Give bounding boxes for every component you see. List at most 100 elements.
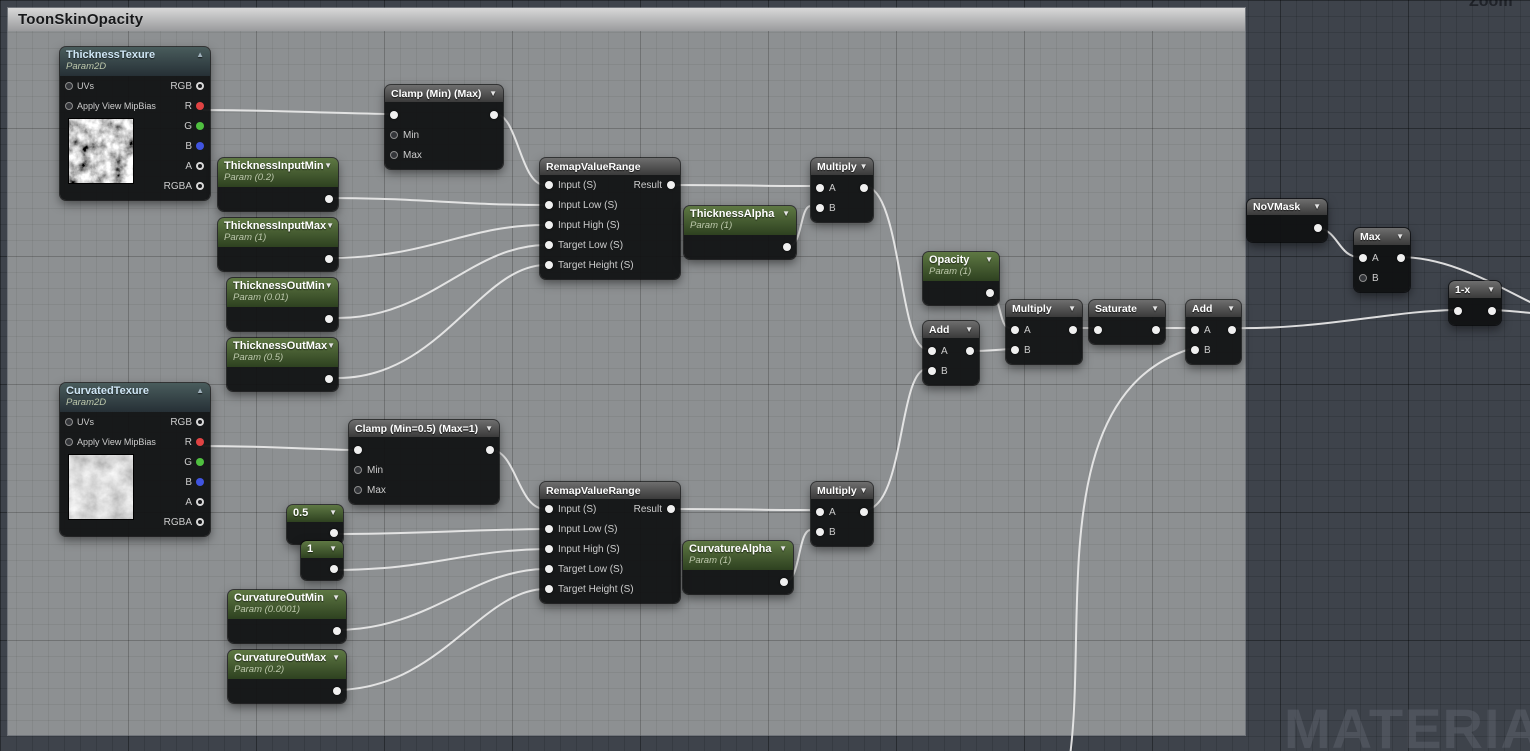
input-pin-a[interactable] [816,184,824,192]
node-header[interactable]: 0.5▼ [287,505,343,522]
output-pin[interactable] [783,243,791,251]
node-multiply-opacity[interactable]: Multiply▼ A B [1006,300,1082,364]
node-header[interactable]: CurvatedTexure▲ Param2D [60,383,210,412]
input-pin-target-low[interactable] [545,565,553,573]
chevron-down-icon[interactable]: ▼ [859,161,868,171]
node-clamp-thickness[interactable]: Clamp (Min) (Max)▼ Min Max [385,85,503,169]
output-pin-result[interactable] [667,181,675,189]
input-pin[interactable] [354,446,362,454]
node-thickness-out-max[interactable]: ThicknessOutMax▼ Param (0.5) [227,338,338,391]
output-pin[interactable] [1397,254,1405,262]
output-pin-rgba[interactable] [196,518,204,526]
chevron-down-icon[interactable]: ▼ [779,544,787,553]
output-pin[interactable] [330,529,338,537]
node-clamp-curvature[interactable]: Clamp (Min=0.5) (Max=1)▼ Min Max [349,420,499,504]
chevron-down-icon[interactable]: ▼ [332,593,340,602]
output-pin-b[interactable] [196,478,204,486]
input-pin-b[interactable] [1191,346,1199,354]
output-pin-rgb[interactable] [196,418,204,426]
node-one-minus-x[interactable]: 1-x▼ [1449,281,1501,325]
chevron-down-icon[interactable]: ▼ [329,544,337,553]
node-max[interactable]: Max▼ A B [1354,228,1410,292]
node-const-one[interactable]: 1▼ [301,541,343,580]
node-thickness-input-min[interactable]: ThicknessInputMin▼ Param (0.2) [218,158,338,211]
output-pin-a[interactable] [196,498,204,506]
node-header[interactable]: Clamp (Min=0.5) (Max=1)▼ [349,420,499,437]
output-pin[interactable] [1314,224,1322,232]
node-header[interactable]: ThicknessOutMin▼ Param (0.01) [227,278,338,307]
chevron-down-icon[interactable]: ▼ [1487,284,1495,294]
comment-title-bar[interactable]: ToonSkinOpacity [8,8,1245,31]
output-pin[interactable] [966,347,974,355]
node-multiply-curvature[interactable]: Multiply▼ A B [811,482,873,546]
node-thickness-out-min[interactable]: ThicknessOutMin▼ Param (0.01) [227,278,338,331]
node-multiply-thickness[interactable]: Multiply▼ A B [811,158,873,222]
output-pin-r[interactable] [196,438,204,446]
input-pin-input-low[interactable] [545,201,553,209]
node-header[interactable]: Add▼ [923,321,979,338]
input-pin-b[interactable] [816,528,824,536]
chevron-down-icon[interactable]: ▼ [326,221,334,230]
input-pin-input-high[interactable] [545,221,553,229]
node-header[interactable]: Max▼ [1354,228,1410,245]
output-pin[interactable] [1228,326,1236,334]
output-pin[interactable] [490,111,498,119]
input-pin-target-height[interactable] [545,261,553,269]
chevron-down-icon[interactable]: ▼ [782,209,790,218]
input-pin-mipbias[interactable] [65,438,73,446]
node-curvature-alpha[interactable]: CurvatureAlpha▼ Param (1) [683,541,793,594]
input-pin-uvs[interactable] [65,418,73,426]
collapse-icon[interactable]: ▲ [196,386,204,395]
chevron-down-icon[interactable]: ▼ [1396,231,1404,241]
input-pin-a[interactable] [928,347,936,355]
node-header[interactable]: NoVMask▼ [1247,199,1327,215]
node-curvature-out-min[interactable]: CurvatureOutMin▼ Param (0.0001) [228,590,346,643]
input-pin-target-height[interactable] [545,585,553,593]
node-header[interactable]: ThicknessInputMax▼ Param (1) [218,218,338,247]
output-pin-rgb[interactable] [196,82,204,90]
output-pin[interactable] [780,578,788,586]
node-novmask[interactable]: NoVMask▼ [1247,199,1327,242]
output-pin-g[interactable] [196,122,204,130]
node-header[interactable]: RemapValueRange [540,482,680,499]
output-pin-result[interactable] [667,505,675,513]
node-header[interactable]: RemapValueRange [540,158,680,175]
node-thickness-input-max[interactable]: ThicknessInputMax▼ Param (1) [218,218,338,271]
input-pin-max[interactable] [354,486,362,494]
output-pin-rgba[interactable] [196,182,204,190]
output-pin[interactable] [986,289,994,297]
input-pin-input[interactable] [545,505,553,513]
output-pin[interactable] [860,184,868,192]
node-header[interactable]: ThicknessAlpha▼ Param (1) [684,206,796,235]
chevron-down-icon[interactable]: ▼ [1068,303,1076,313]
node-add-opacity[interactable]: Add▼ A B [923,321,979,385]
chevron-down-icon[interactable]: ▼ [329,508,337,517]
node-thickness-texture[interactable]: ThicknessTexure▲ Param2D UVs Apply View … [60,47,210,200]
output-pin[interactable] [1488,307,1496,315]
input-pin-mipbias[interactable] [65,102,73,110]
output-pin[interactable] [1152,326,1160,334]
node-header[interactable]: Saturate▼ [1089,300,1165,317]
node-header[interactable]: 1▼ [301,541,343,558]
output-pin[interactable] [333,687,341,695]
output-pin-a[interactable] [196,162,204,170]
node-header[interactable]: CurvatureOutMax▼ Param (0.2) [228,650,346,679]
chevron-down-icon[interactable]: ▼ [1151,303,1159,313]
input-pin-a[interactable] [816,508,824,516]
node-remap-thickness[interactable]: RemapValueRange Input (S)Result Input Lo… [540,158,680,279]
chevron-down-icon[interactable]: ▼ [985,255,993,264]
output-pin[interactable] [325,375,333,383]
input-pin-b[interactable] [928,367,936,375]
output-pin[interactable] [333,627,341,635]
output-pin-b[interactable] [196,142,204,150]
node-saturate[interactable]: Saturate▼ [1089,300,1165,344]
input-pin[interactable] [1454,307,1462,315]
node-header[interactable]: ThicknessTexure▲ Param2D [60,47,210,76]
chevron-down-icon[interactable]: ▼ [485,423,493,433]
node-header[interactable]: Opacity▼ Param (1) [923,252,999,281]
output-pin[interactable] [486,446,494,454]
node-header[interactable]: Clamp (Min) (Max)▼ [385,85,503,102]
node-header[interactable]: CurvatureAlpha▼ Param (1) [683,541,793,570]
output-pin[interactable] [860,508,868,516]
